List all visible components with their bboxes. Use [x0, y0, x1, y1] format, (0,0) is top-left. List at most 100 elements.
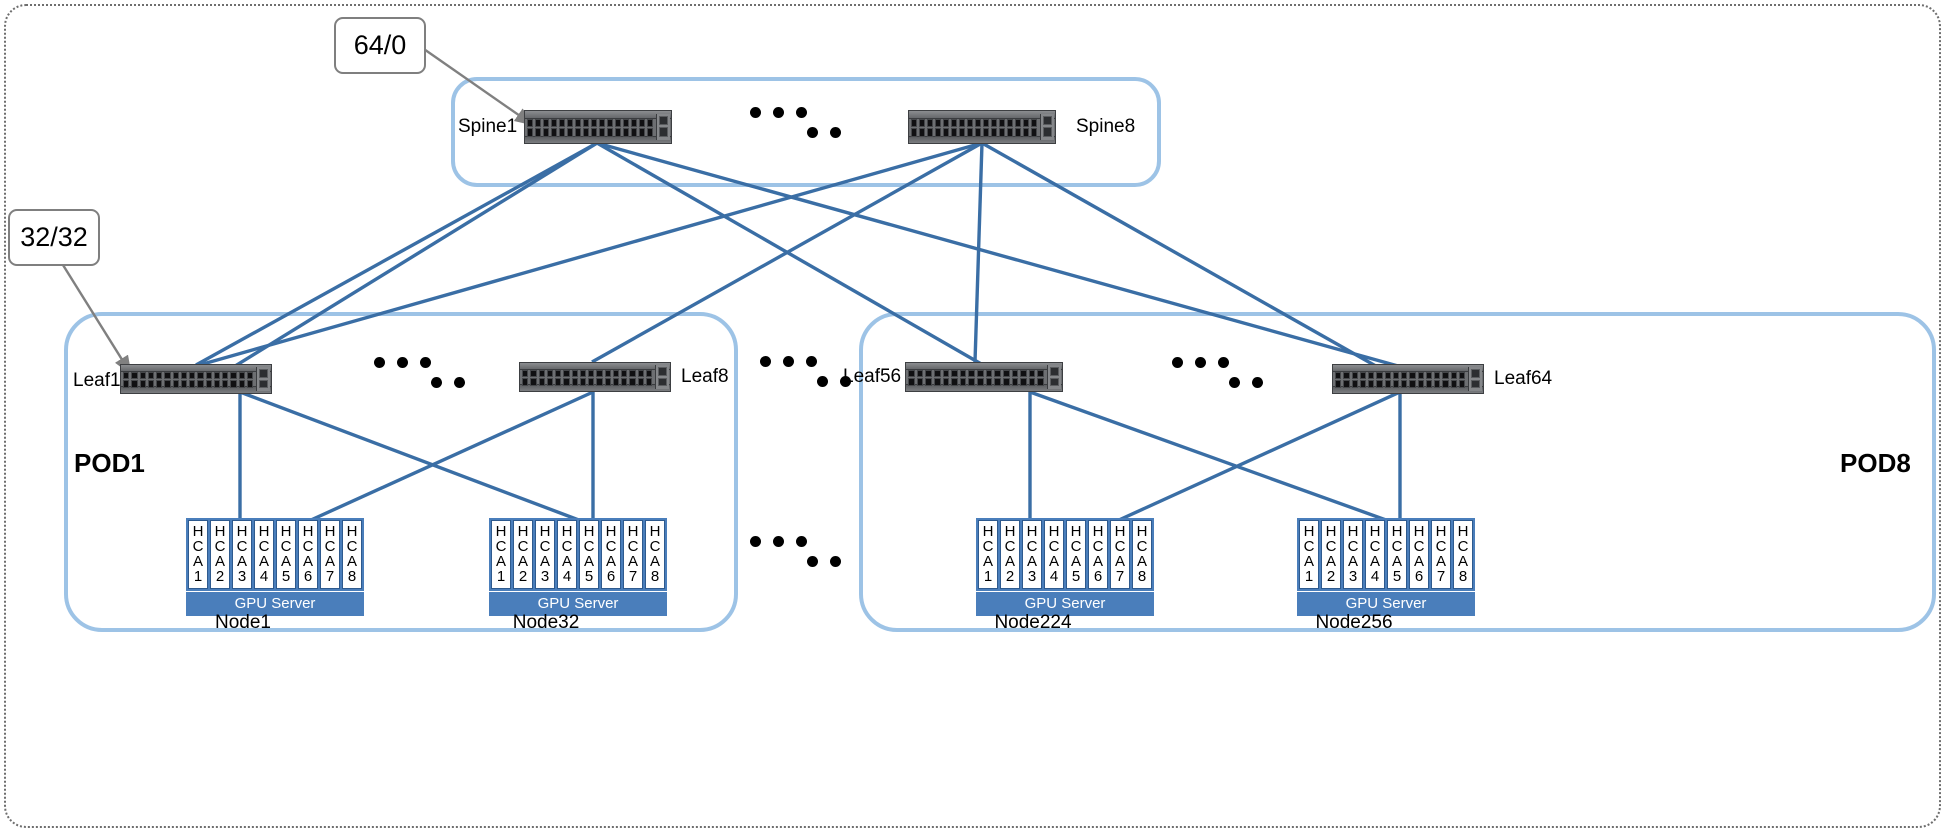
switch-spine1[interactable] — [524, 110, 672, 144]
switch-port — [631, 119, 637, 128]
switch-port — [1417, 380, 1424, 388]
switch-port — [596, 369, 603, 378]
switch-leaf56[interactable] — [905, 362, 1063, 392]
switch-port — [1376, 371, 1383, 380]
switch-port — [1409, 371, 1416, 380]
switch-port — [213, 380, 220, 388]
switch-spine8-label: Spine8 — [1076, 116, 1136, 137]
switch-port — [943, 128, 949, 137]
switch-port — [551, 119, 557, 128]
switch-port — [139, 380, 146, 388]
switch-port — [555, 378, 562, 386]
switch-leaf8[interactable] — [519, 362, 671, 392]
switch-port — [621, 378, 628, 386]
switch-port — [530, 378, 537, 386]
switch-port — [156, 371, 163, 380]
switch-port — [1007, 119, 1013, 128]
switch-port — [933, 378, 941, 386]
switch-port — [527, 119, 533, 128]
switch-port — [985, 369, 993, 378]
port-row-lower — [522, 378, 652, 386]
switch-port — [935, 119, 941, 128]
switch-port — [629, 378, 636, 386]
switch-port — [588, 369, 595, 378]
switch-port — [1343, 380, 1350, 388]
switch-leaf1[interactable] — [120, 364, 272, 394]
switch-port — [1442, 371, 1449, 380]
switch-port — [951, 119, 957, 128]
switch-port — [591, 119, 597, 128]
switch-port — [645, 369, 652, 378]
switch-port — [1458, 371, 1465, 380]
switch-port — [567, 128, 573, 137]
chassis-bottom-bezel — [909, 135, 1055, 143]
switch-port — [637, 378, 644, 386]
switch-port — [205, 380, 212, 388]
pod8-label: POD8 — [1840, 448, 1911, 478]
switch-spine8[interactable] — [908, 110, 1056, 144]
switch-port — [607, 119, 613, 128]
chassis-bottom-bezel — [906, 384, 1062, 391]
switch-port — [189, 380, 196, 388]
port-row-lower — [123, 380, 253, 388]
switch-port — [951, 378, 958, 386]
switch-port — [1028, 378, 1036, 386]
switch-port — [139, 371, 146, 380]
switch-port — [612, 369, 619, 378]
switch-port — [522, 378, 529, 386]
switch-port — [123, 371, 130, 380]
chassis-top-bezel — [121, 365, 271, 373]
switch-port — [1002, 369, 1010, 378]
switch-port — [1031, 128, 1037, 137]
switch-port — [1392, 380, 1399, 388]
switch-port — [999, 128, 1005, 137]
switch-port — [994, 378, 1001, 386]
switch-port — [238, 371, 245, 380]
switch-port — [563, 378, 570, 386]
switch-port — [959, 119, 965, 128]
switch-port — [991, 119, 997, 128]
node-Node32-label: Node32 — [512, 612, 580, 633]
switch-port — [246, 380, 253, 388]
port-row-upper — [911, 119, 1037, 128]
switch-port — [1401, 380, 1408, 388]
switch-port — [535, 128, 541, 137]
switch-port — [1335, 380, 1342, 388]
switch-port — [205, 371, 212, 380]
switch-port — [1037, 378, 1044, 386]
switch-port — [1450, 371, 1457, 380]
switch-port — [985, 378, 993, 386]
switch-port — [968, 378, 975, 386]
chassis-bottom-bezel — [525, 135, 671, 143]
switch-port — [1384, 371, 1391, 380]
switch-port — [131, 380, 138, 388]
switch-port — [197, 371, 204, 380]
port-row-upper — [123, 371, 253, 380]
gpu-server-bar: GPU Server — [489, 592, 667, 616]
port-row-lower — [908, 378, 1044, 386]
pod1-leaf-ellipsis — [374, 353, 465, 393]
switch-port — [197, 380, 204, 388]
switch-port — [959, 378, 967, 386]
chassis-mgmt-panel — [655, 365, 669, 389]
switch-spine1-label: Spine1 — [458, 116, 518, 137]
switch-leaf64[interactable] — [1332, 364, 1484, 394]
